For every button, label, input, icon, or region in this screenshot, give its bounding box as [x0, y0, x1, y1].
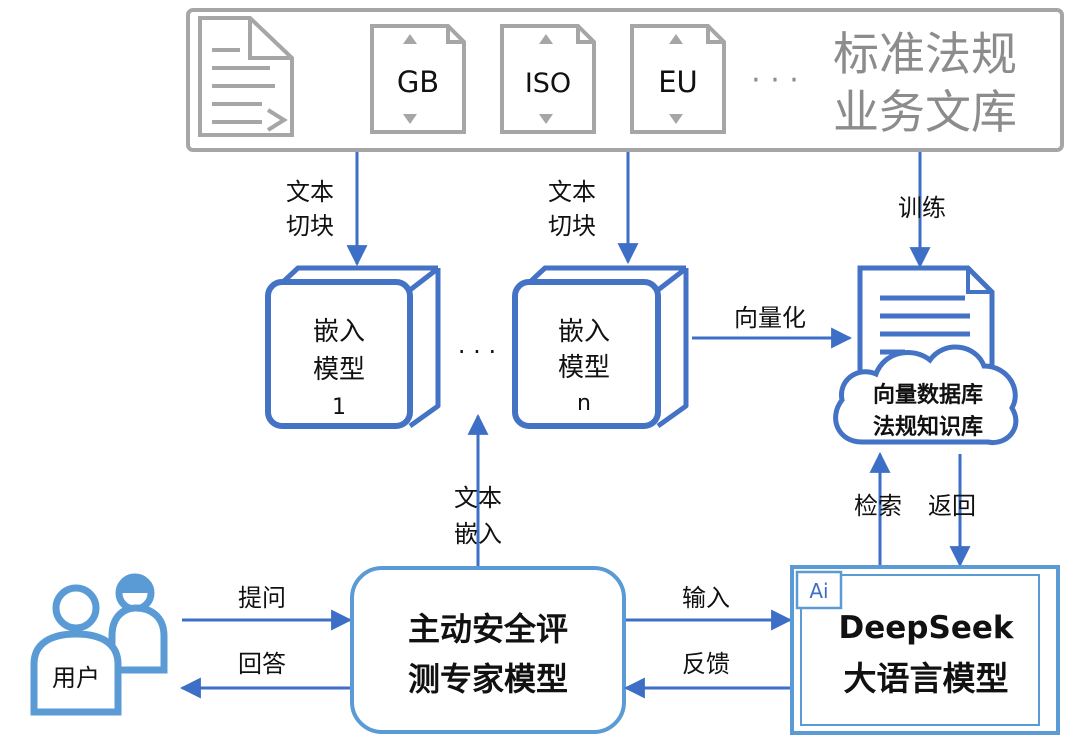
- vector-db-line1: 向量数据库: [873, 382, 983, 408]
- vector-database: 向量数据库 法规知识库: [833, 265, 1019, 446]
- document-icon: [198, 16, 294, 137]
- doc-eu-label: EU: [658, 65, 698, 99]
- user-icon: 用户: [30, 573, 168, 716]
- ai-badge-icon: Ai: [809, 579, 828, 603]
- doc-iso-label: ISO: [525, 68, 571, 99]
- label-train: 训练: [898, 194, 946, 222]
- library-ellipsis: · · ·: [751, 63, 799, 98]
- label-vectorize: 向量化: [734, 304, 806, 332]
- doc-gb-icon: GB: [370, 24, 466, 134]
- embedding-model-1-line1: 嵌入: [313, 317, 365, 347]
- embedding-model-n: 嵌入 模型 n: [512, 265, 689, 429]
- label-ask: 提问: [238, 584, 286, 612]
- embedding-model-1: 嵌入 模型 1: [265, 265, 441, 429]
- deepseek-llm: Ai DeepSeek 大语言模型: [790, 565, 1060, 735]
- label-chunk-right-2: 切块: [548, 212, 596, 240]
- cloud-shape: [833, 344, 1019, 446]
- label-retrieve: 检索: [854, 492, 902, 520]
- llm-line2: 大语言模型: [844, 659, 1009, 698]
- embedding-model-1-line2: 模型: [313, 355, 365, 385]
- label-text-embed-1: 文本: [454, 484, 502, 512]
- label-chunk-left-2: 切块: [286, 212, 334, 240]
- user-label: 用户: [52, 664, 100, 692]
- doc-iso-icon: ISO: [500, 24, 596, 134]
- doc-eu-icon: EU: [630, 24, 726, 134]
- embed-ellipsis: · · ·: [458, 338, 496, 366]
- label-chunk-right-1: 文本: [548, 178, 596, 206]
- vector-db-line2: 法规知识库: [873, 414, 983, 440]
- embedding-model-n-line2: 模型: [558, 353, 610, 383]
- label-input: 输入: [682, 584, 730, 612]
- regulation-library: GB ISO EU · · · 标准法规 业务文库: [186, 8, 1064, 152]
- expert-model: 主动安全评 测专家模型: [350, 566, 626, 734]
- library-title-line1: 标准法规: [833, 27, 1017, 81]
- label-answer: 回答: [238, 650, 286, 678]
- label-text-embed-2: 嵌入: [454, 520, 502, 548]
- llm-line1: DeepSeek: [839, 610, 1015, 646]
- label-return: 返回: [928, 492, 976, 520]
- embedding-model-n-line3: n: [577, 391, 591, 416]
- label-chunk-left-1: 文本: [286, 178, 334, 206]
- label-feedback: 反馈: [682, 650, 730, 678]
- embedding-model-n-line1: 嵌入: [558, 317, 610, 347]
- doc-gb-label: GB: [397, 65, 439, 99]
- expert-model-line2: 测专家模型: [408, 660, 568, 698]
- embedding-model-1-line3: 1: [332, 395, 346, 420]
- expert-model-line1: 主动安全评: [408, 610, 568, 648]
- library-title-line2: 业务文库: [833, 85, 1017, 139]
